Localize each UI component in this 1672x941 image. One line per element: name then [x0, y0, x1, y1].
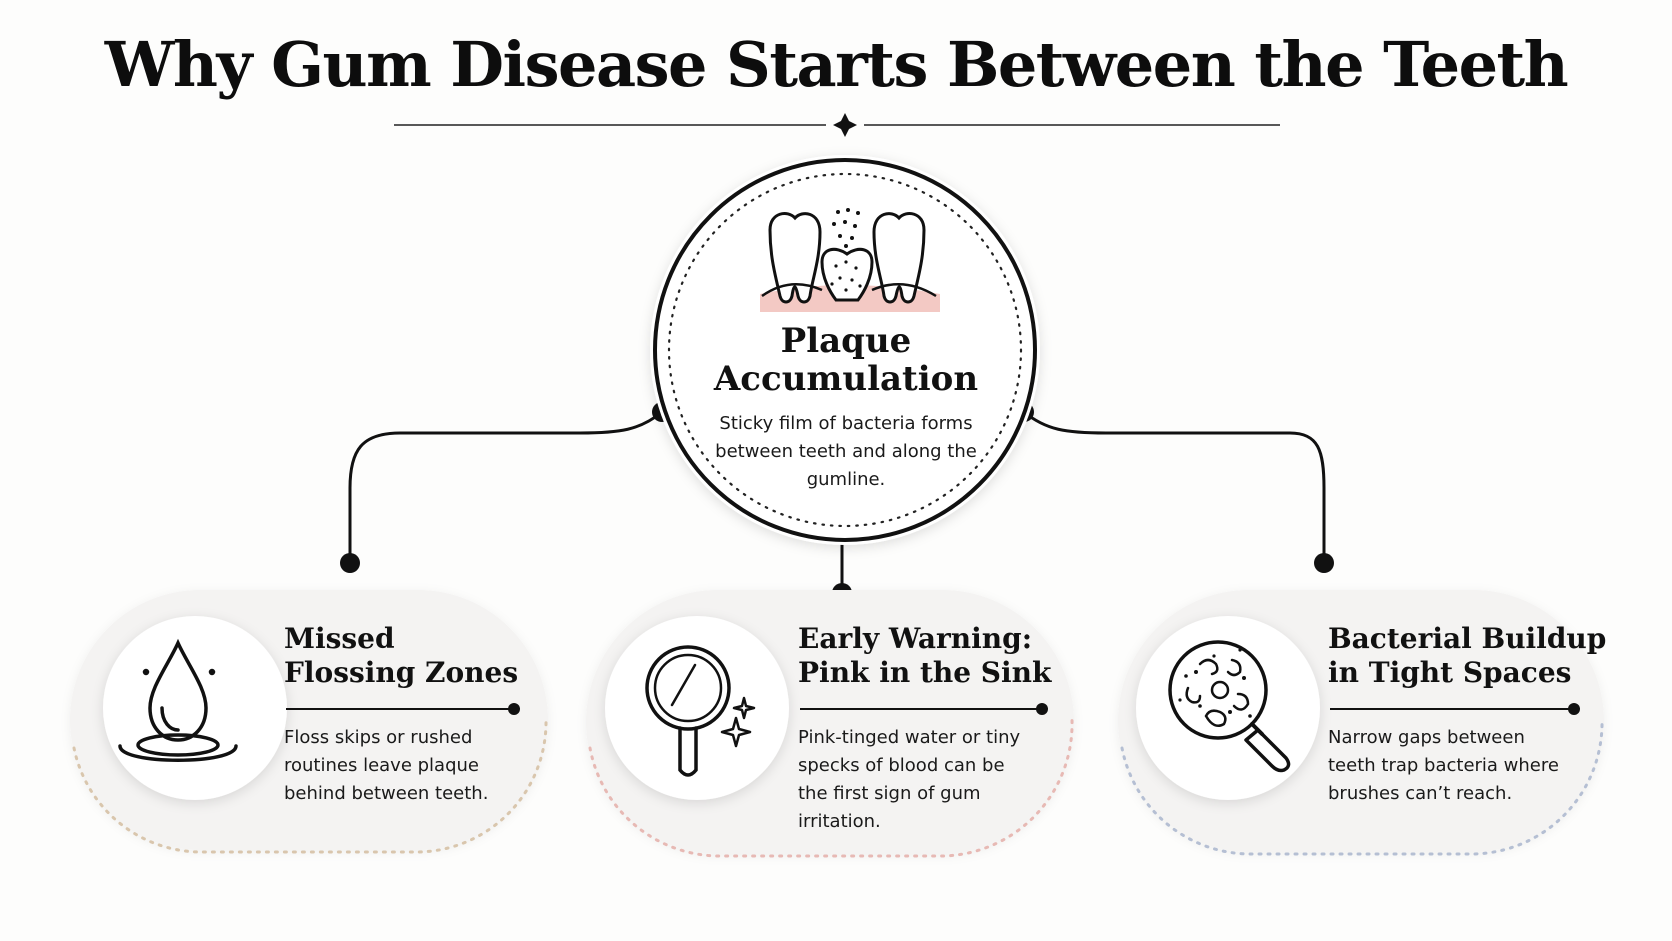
water-drop-icon [118, 638, 238, 762]
teeth-plaque-icon [760, 208, 940, 312]
card-title-line: in Tight Spaces [1328, 656, 1572, 689]
page-title: Why Gum Disease Starts Between the Teeth [104, 28, 1569, 101]
card-bacterial-buildup-description: Narrow gaps between teeth trap bacteria … [1328, 727, 1559, 804]
card-missed-flossing [70, 590, 548, 854]
card-early-warning-description: Pink-tinged water or tiny specks of bloo… [798, 727, 1021, 832]
card-title-line: Early Warning: [798, 622, 1033, 655]
center-description: Sticky film of bacteria forms between te… [715, 413, 977, 490]
sparkle-divider-icon [833, 113, 857, 137]
card-bacterial-buildup [1118, 590, 1604, 856]
card-title-line: Missed [284, 622, 395, 655]
card-early-warning-title: Early Warning: Pink in the Sink [798, 622, 1052, 690]
card-missed-flossing-title: Missed Flossing Zones [284, 622, 534, 690]
hand-mirror-icon [645, 645, 756, 777]
title-divider [394, 113, 1280, 137]
card-title-line: Flossing Zones [284, 656, 519, 689]
center-title: Plaque Accumulation [713, 321, 979, 399]
card-bacterial-buildup-title: Bacterial Buildup in Tight Spaces [1328, 622, 1607, 690]
center-node [650, 155, 1040, 545]
card-title-line: Pink in the Sink [798, 656, 1052, 689]
card-early-warning [586, 590, 1074, 858]
card-missed-flossing-description: Floss skips or rushed routines leave pla… [284, 727, 489, 804]
card-title-line: Bacterial Buildup [1328, 622, 1607, 655]
magnified-bacteria-icon [1168, 640, 1291, 773]
